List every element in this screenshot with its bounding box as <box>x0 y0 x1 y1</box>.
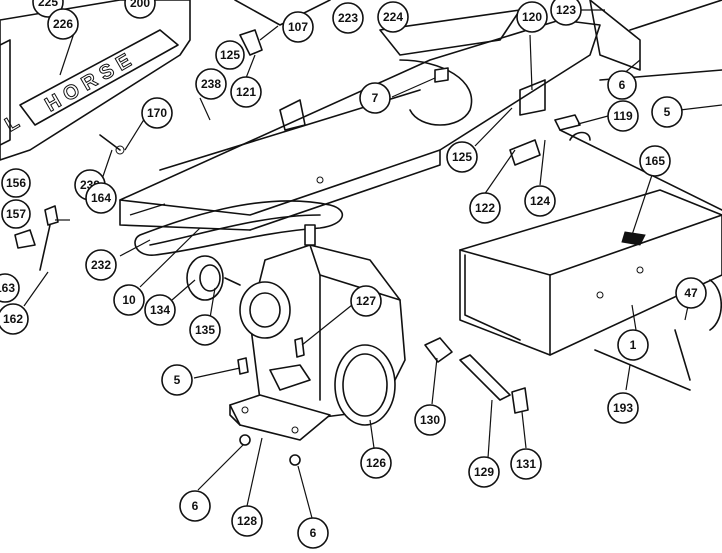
callout-119: 119 <box>607 100 639 132</box>
svg-text:10: 10 <box>122 293 136 307</box>
svg-text:1: 1 <box>630 338 637 352</box>
callout-125-mid: 125 <box>446 141 478 173</box>
callout-127: 127 <box>350 285 382 317</box>
callout-122: 122 <box>469 192 501 224</box>
svg-text:130: 130 <box>420 413 440 427</box>
drive-belt <box>134 200 344 256</box>
svg-text:7: 7 <box>372 91 379 105</box>
svg-text:135: 135 <box>195 323 215 337</box>
callout-170: 170 <box>141 97 173 129</box>
svg-text:6: 6 <box>619 78 626 92</box>
svg-text:224: 224 <box>383 10 403 24</box>
svg-text:122: 122 <box>475 201 495 215</box>
svg-text:124: 124 <box>530 194 550 208</box>
callout-134: 134 <box>144 294 176 326</box>
callout-224: 224 <box>377 1 409 33</box>
svg-text:162: 162 <box>3 312 23 326</box>
engine-base <box>229 394 331 441</box>
callout-1: 1 <box>617 329 649 361</box>
callout-200: 200 <box>124 0 156 19</box>
svg-text:125: 125 <box>220 48 240 62</box>
callout-157: 157 <box>1 199 31 229</box>
svg-text:47: 47 <box>684 286 698 300</box>
callout-10: 10 <box>113 284 145 316</box>
svg-text:156: 156 <box>6 176 26 190</box>
callout-125-top: 125 <box>215 40 245 70</box>
callout-163: 163 <box>0 273 20 303</box>
callout-107: 107 <box>282 11 314 43</box>
callout-120: 120 <box>516 1 548 33</box>
hood-panel: HORSE L <box>0 0 191 161</box>
callout-164: 164 <box>85 182 117 214</box>
svg-text:134: 134 <box>150 303 170 317</box>
svg-text:107: 107 <box>288 20 308 34</box>
svg-text:6: 6 <box>192 499 199 513</box>
callout-6-bottom-left: 6 <box>179 490 211 522</box>
svg-text:128: 128 <box>237 514 257 528</box>
callout-126: 126 <box>360 447 392 479</box>
hardware <box>14 29 691 466</box>
svg-text:120: 120 <box>522 10 542 24</box>
callout-162: 162 <box>0 303 29 335</box>
engine <box>239 224 406 426</box>
callout-121: 121 <box>230 76 262 108</box>
callout-129: 129 <box>468 456 500 488</box>
callout-135: 135 <box>189 314 221 346</box>
svg-text:5: 5 <box>174 373 181 387</box>
callout-128: 128 <box>231 505 263 537</box>
pulley <box>186 255 241 301</box>
part-callouts: 225 226 200 223 224 120 123 107 125 121 … <box>0 0 707 549</box>
svg-text:125: 125 <box>452 150 472 164</box>
callout-47: 47 <box>675 277 707 309</box>
callout-165: 165 <box>639 145 671 177</box>
svg-text:127: 127 <box>356 294 376 308</box>
callout-123: 123 <box>550 0 582 26</box>
svg-text:226: 226 <box>53 17 73 31</box>
svg-text:232: 232 <box>91 258 111 272</box>
svg-text:223: 223 <box>338 11 358 25</box>
callout-7: 7 <box>359 82 391 114</box>
svg-text:121: 121 <box>236 85 256 99</box>
callout-238: 238 <box>195 68 227 100</box>
svg-text:193: 193 <box>613 401 633 415</box>
svg-text:238: 238 <box>201 77 221 91</box>
svg-text:170: 170 <box>147 106 167 120</box>
callout-223: 223 <box>332 2 364 34</box>
svg-text:126: 126 <box>366 456 386 470</box>
svg-text:5: 5 <box>664 105 671 119</box>
callout-130: 130 <box>414 404 446 436</box>
callout-124: 124 <box>524 185 556 217</box>
callout-6-top: 6 <box>607 70 637 100</box>
svg-text:225: 225 <box>38 0 58 9</box>
callout-226: 226 <box>47 8 79 40</box>
callout-5-top: 5 <box>651 96 683 128</box>
svg-text:123: 123 <box>556 3 576 17</box>
callout-6-bottom-right: 6 <box>297 517 329 549</box>
svg-text:6: 6 <box>310 526 317 540</box>
callout-131: 131 <box>510 448 542 480</box>
callout-232: 232 <box>85 249 117 281</box>
callout-156: 156 <box>1 168 31 198</box>
svg-text:157: 157 <box>6 207 26 221</box>
svg-text:165: 165 <box>645 154 665 168</box>
svg-text:131: 131 <box>516 457 536 471</box>
callout-5-left: 5 <box>161 364 193 396</box>
svg-text:119: 119 <box>613 109 633 123</box>
svg-text:200: 200 <box>130 0 150 10</box>
svg-text:163: 163 <box>0 281 15 295</box>
svg-text:129: 129 <box>474 465 494 479</box>
main-frame <box>459 0 722 356</box>
callout-193: 193 <box>607 392 639 424</box>
svg-text:164: 164 <box>91 191 111 205</box>
